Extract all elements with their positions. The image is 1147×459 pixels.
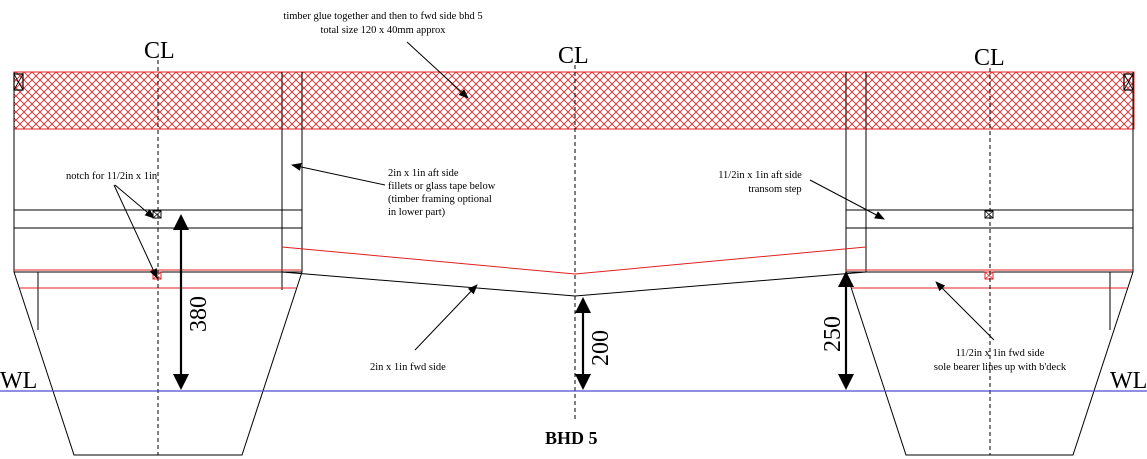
note-aft-line2: fillets or glass tape below bbox=[388, 181, 496, 192]
note-aft-side: 2in x 1in aft side fillets or glass tape… bbox=[388, 168, 496, 218]
note-transom: 11/2in x 1in aft side transom step bbox=[718, 170, 802, 195]
cl-label-right: CL bbox=[974, 45, 1005, 71]
dimension-200: 200 bbox=[588, 330, 614, 366]
notch-marker-right bbox=[984, 210, 994, 280]
note-sole-line2: sole bearer lines up with b'deck bbox=[934, 362, 1067, 373]
note-notch: notch for 11/2in x 1in bbox=[66, 171, 158, 182]
note-glue-line1: timber glue together and then to fwd sid… bbox=[283, 11, 482, 22]
dimension-250: 250 bbox=[820, 316, 846, 352]
cl-label-left: CL bbox=[144, 38, 175, 64]
cl-label-center: CL bbox=[558, 43, 589, 69]
dimension-arrows bbox=[173, 214, 854, 390]
note-glue-line2: total size 120 x 40mm approx bbox=[320, 25, 446, 36]
drawing-title: BHD 5 bbox=[545, 428, 598, 448]
note-fwd-side: 2in x 1in fwd side bbox=[370, 362, 446, 373]
leader-arrows bbox=[113, 41, 995, 351]
wl-label-right: WL bbox=[1110, 368, 1147, 394]
corner-marker-left bbox=[13, 73, 24, 91]
note-glue: timber glue together and then to fwd sid… bbox=[283, 11, 482, 36]
note-aft-line1: 2in x 1in aft side bbox=[388, 168, 459, 179]
note-sole-line1: 11/2in x 1in fwd side bbox=[956, 348, 1045, 359]
bridge-deck-lines bbox=[281, 246, 867, 297]
note-sole-bearer: 11/2in x 1in fwd side sole bearer lines … bbox=[934, 348, 1067, 373]
dimension-380: 380 bbox=[186, 296, 212, 332]
note-aft-line4: in lower part) bbox=[388, 207, 446, 218]
glued-timber-beam bbox=[13, 71, 1135, 130]
notch-marker-left bbox=[152, 210, 162, 280]
note-aft-line3: (timber framing optional bbox=[388, 194, 492, 205]
wl-label-left: WL bbox=[0, 368, 37, 394]
note-transom-line2: transom step bbox=[748, 184, 801, 195]
corner-marker-right bbox=[1123, 73, 1134, 91]
note-transom-line1: 11/2in x 1in aft side bbox=[718, 170, 802, 181]
